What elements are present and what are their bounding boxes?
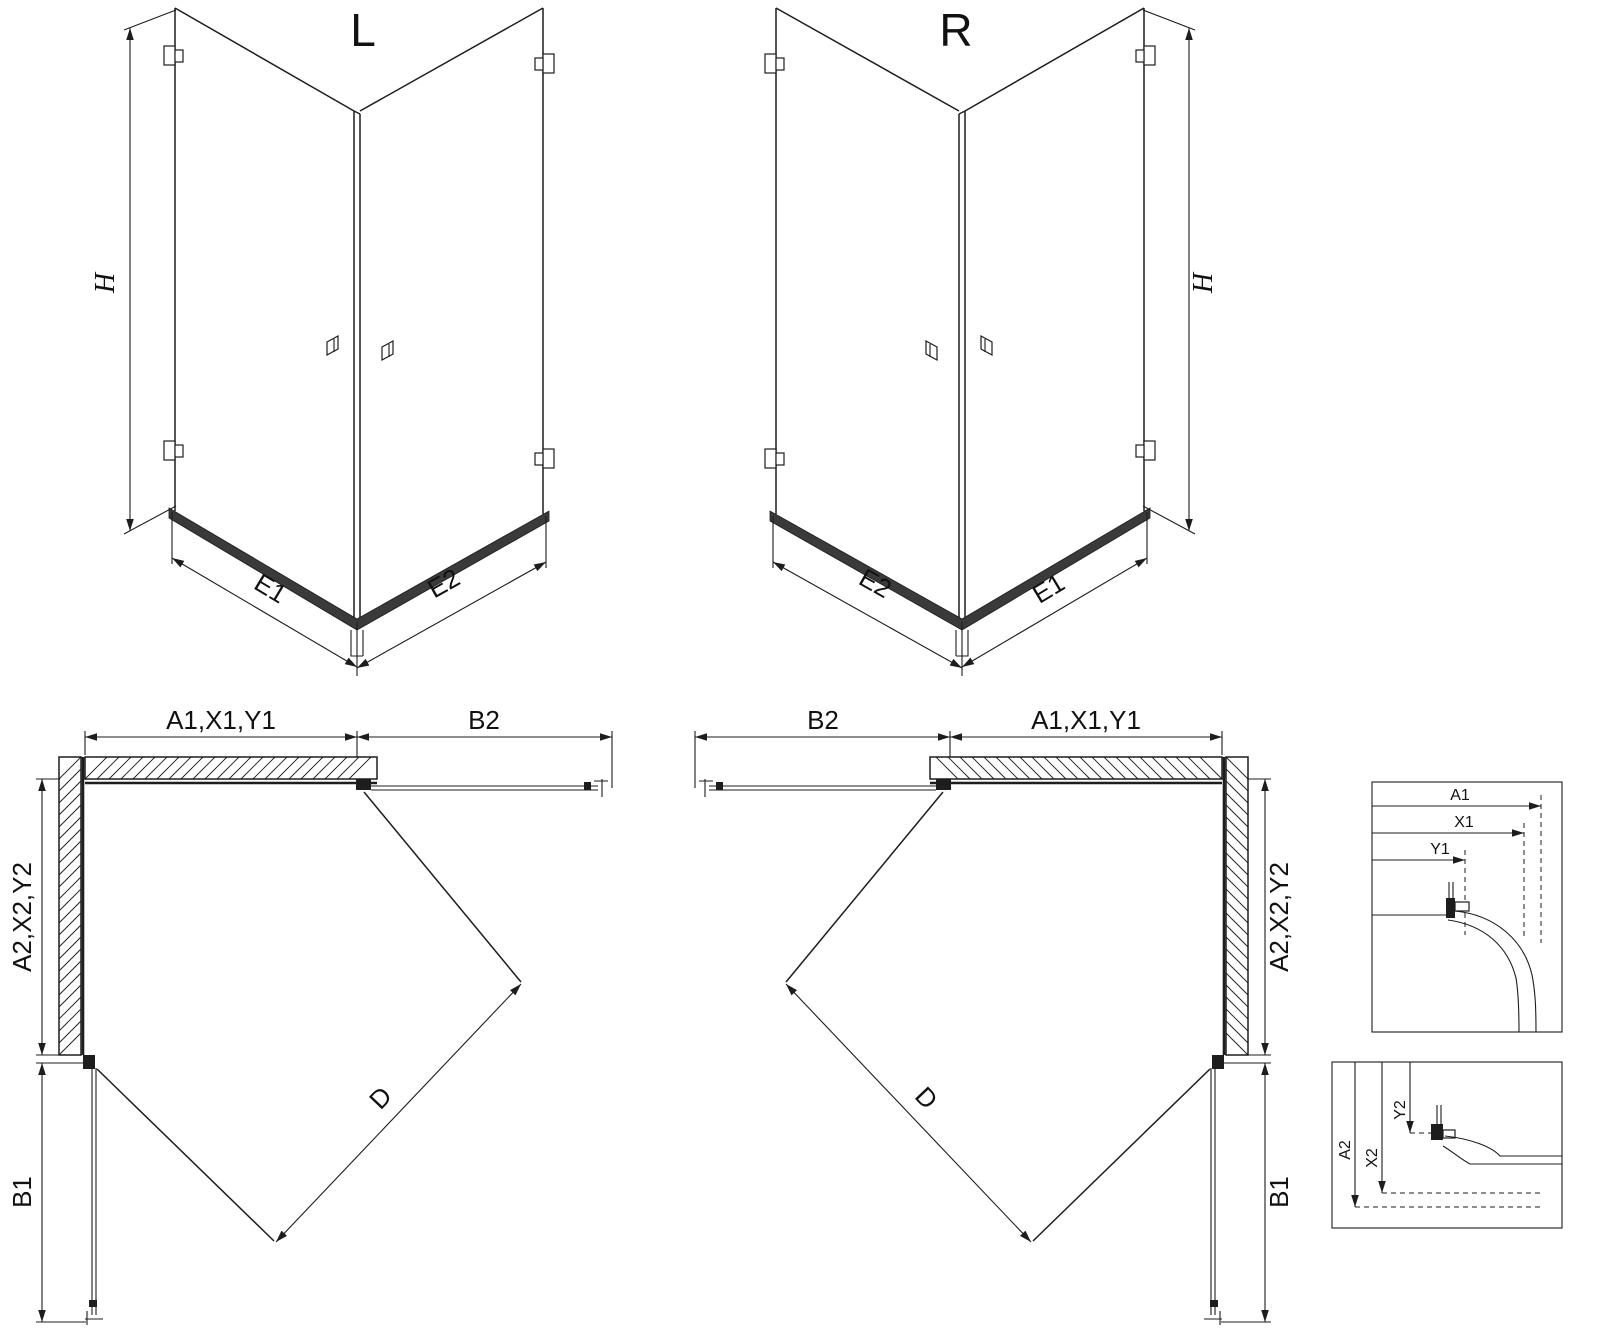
plan-left-door-width-label: B2 bbox=[468, 705, 500, 735]
height-dim-label-right: H bbox=[1188, 271, 1219, 294]
detail-y1-label: Y1 bbox=[1430, 841, 1450, 858]
plan-left-wall-depth-label: A2,X2,Y2 bbox=[7, 862, 37, 972]
e1-dim-label-right: E1 bbox=[1027, 567, 1070, 609]
detail-x2-label: X2 bbox=[1364, 1148, 1381, 1168]
plan-right-door-width-label: B2 bbox=[807, 705, 839, 735]
detail-y2-label: Y2 bbox=[1392, 1100, 1409, 1120]
plan-left-wall-width-label: A1,X1,Y1 bbox=[166, 705, 276, 735]
perspective-view-right bbox=[765, 8, 1195, 676]
plan-left-diagonal-label: D bbox=[363, 1081, 398, 1115]
variant-label-right: R bbox=[939, 4, 972, 56]
perspective-view-left bbox=[124, 8, 554, 676]
plan-view-left bbox=[36, 731, 612, 1325]
detail-box-width-reference bbox=[1371, 781, 1563, 1033]
plan-left-side-door-label: B1 bbox=[7, 1176, 37, 1208]
plan-view-right bbox=[695, 731, 1271, 1325]
detail-a1-label: A1 bbox=[1450, 787, 1470, 804]
variant-label-left: L bbox=[350, 4, 376, 56]
height-dim-label-left: H bbox=[90, 271, 121, 294]
plan-right-side-door-label: B1 bbox=[1264, 1176, 1294, 1208]
plan-right-diagonal-label: D bbox=[909, 1081, 944, 1115]
detail-x1-label: X1 bbox=[1454, 814, 1474, 831]
detail-box-depth-reference bbox=[1331, 1061, 1563, 1229]
detail-a2-label: A2 bbox=[1337, 1140, 1354, 1160]
e1-dim-label-left: E1 bbox=[249, 567, 292, 609]
plan-right-wall-width-label: A1,X1,Y1 bbox=[1031, 705, 1141, 735]
plan-right-wall-depth-label: A2,X2,Y2 bbox=[1264, 862, 1294, 972]
